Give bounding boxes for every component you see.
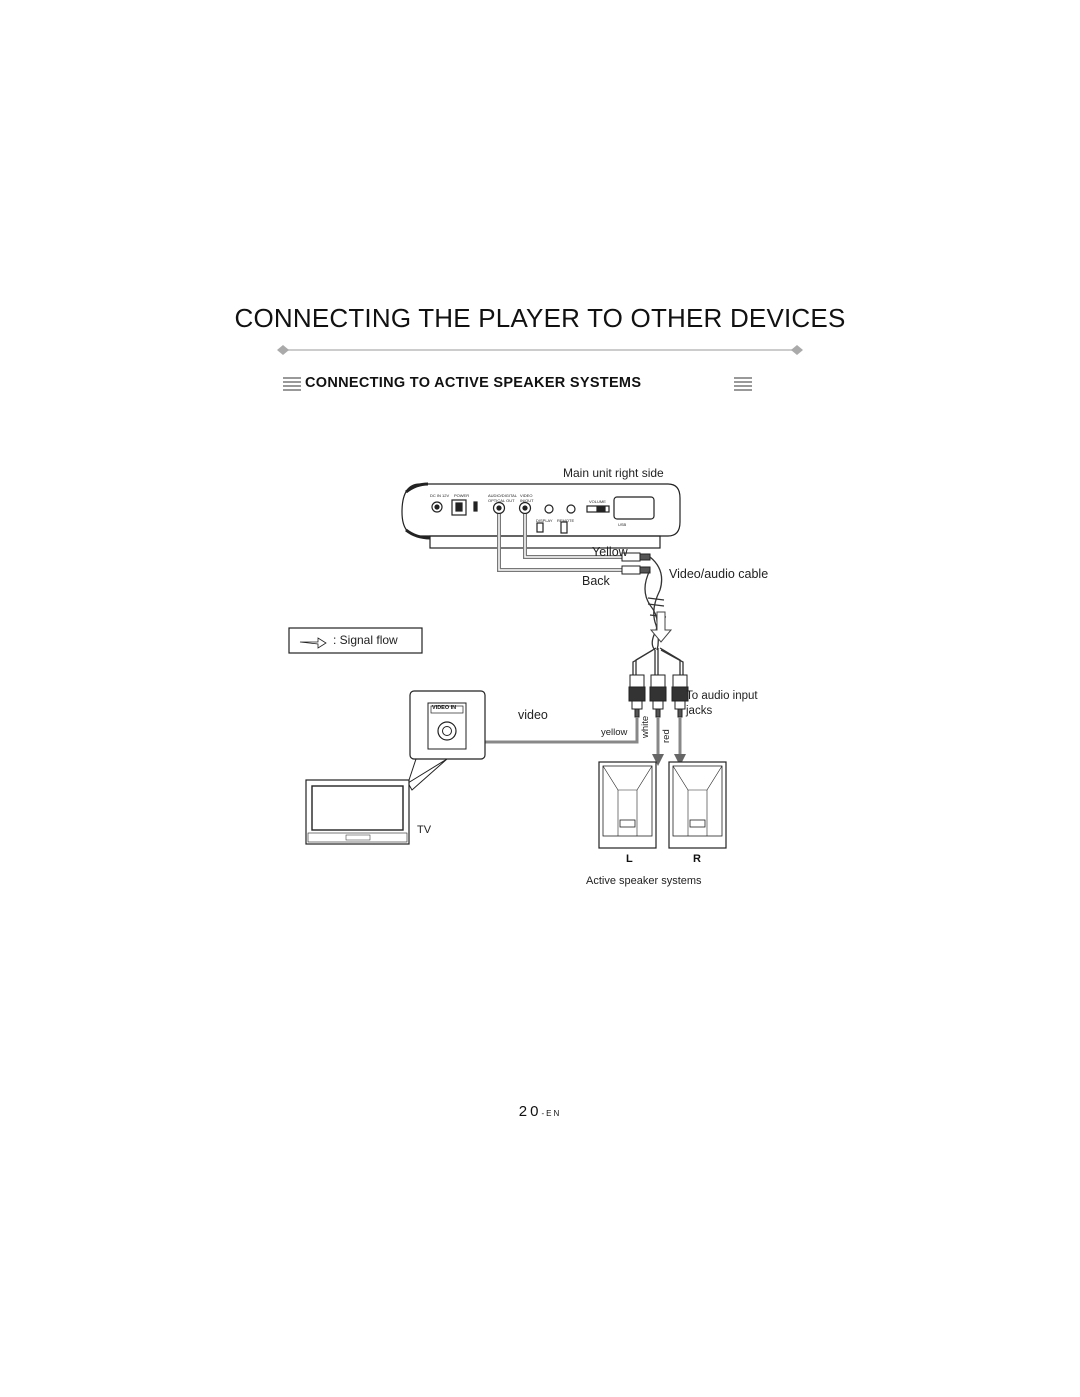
svg-text:DC IN 12V: DC IN 12V [430, 493, 449, 498]
rca-plug-yellow-icon [628, 674, 646, 718]
page-number: 20-EN [0, 1103, 1080, 1121]
main-unit-side-panel [401, 482, 681, 549]
video-in-callout [407, 690, 486, 791]
audio-signal-arrows [656, 717, 682, 757]
speakers-caption: Active speaker systems [586, 875, 702, 887]
svg-text:VIDEO: VIDEO [520, 493, 532, 498]
svg-text:VOLUME: VOLUME [589, 499, 606, 504]
audio-input-label-line1: To audio input [686, 690, 758, 702]
speaker-left-icon [598, 761, 657, 849]
svg-text:REMOTE: REMOTE [557, 518, 574, 523]
red-plug-label: red [661, 729, 672, 743]
video-signal-arrow [472, 717, 639, 744]
yellow-plug-label: yellow [601, 727, 628, 738]
rca-cable-fan [632, 647, 684, 675]
white-plug-label: white [640, 715, 651, 738]
tv-icon [305, 779, 410, 845]
tv-label: TV [417, 824, 432, 836]
svg-text:AUDIO/DIGITAL: AUDIO/DIGITAL [488, 493, 518, 498]
title-divider [277, 345, 803, 355]
page-title: CONNECTING THE PLAYER TO OTHER DEVICES [234, 303, 846, 333]
signal-flow-legend-box [288, 627, 423, 654]
speaker-left-label: L [626, 853, 633, 865]
heading-lines-right-icon [734, 377, 752, 391]
audio-left-arrowhead-icon [652, 754, 664, 766]
signal-flow-arrow-down-icon [649, 611, 673, 643]
audio-right-arrowhead-icon [674, 754, 686, 766]
video-in-label: VIDEO IN [432, 705, 457, 711]
svg-text:POWER: POWER [454, 493, 469, 498]
audio-input-label-line2: jacks [686, 705, 713, 717]
speaker-right-icon [668, 761, 727, 849]
cable-label: Video/audio cable [669, 567, 769, 581]
main-unit-label: Main unit right side [563, 466, 664, 480]
black-cable-label: Back [582, 574, 610, 588]
svg-text:IN/OUT: IN/OUT [520, 498, 534, 503]
svg-text:USB: USB [618, 522, 627, 527]
section-heading: CONNECTING TO ACTIVE SPEAKER SYSTEMS [305, 375, 642, 391]
speaker-right-label: R [693, 853, 701, 865]
page-number-suffix: -EN [541, 1109, 562, 1118]
main-unit-tiny-labels: DC IN 12V POWER AUDIO/DIGITAL OPTICAL OU… [430, 493, 627, 527]
video-label: video [518, 708, 548, 722]
cable-from-unit-inner [498, 514, 622, 571]
rca-plug-white-icon [649, 674, 667, 718]
signal-flow-label: : Signal flow [333, 633, 398, 647]
page-number-value: 20 [518, 1103, 542, 1120]
rca-plug-red-icon [671, 674, 689, 718]
mini-plug-black-icon [621, 565, 651, 575]
svg-text:DISPLAY: DISPLAY [536, 518, 553, 523]
heading-lines-left-icon [283, 377, 301, 391]
yellow-cable-label: Yellow [592, 545, 628, 559]
svg-text:OPTICAL OUT: OPTICAL OUT [488, 498, 515, 503]
